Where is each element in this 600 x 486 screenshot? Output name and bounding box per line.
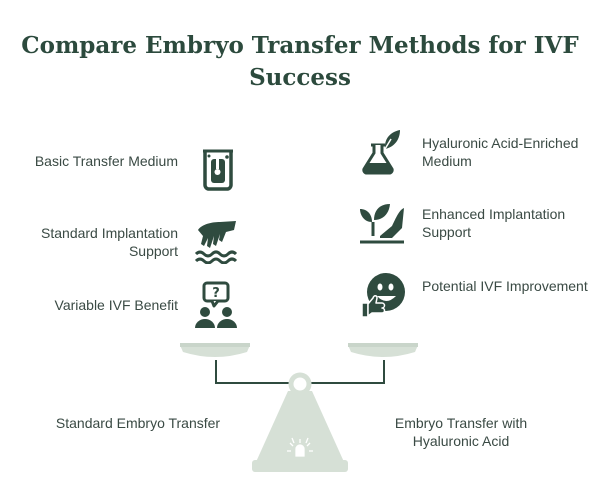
left-label-2: Standard Implantation Support	[41, 225, 178, 259]
left-pan	[180, 343, 250, 357]
left-label-1: Basic Transfer Medium	[34, 153, 178, 169]
svg-text:?: ?	[212, 286, 220, 301]
right-label-1: Hyaluronic Acid-Enriched Medium	[422, 135, 579, 169]
smiley-thumbs-up-icon	[358, 270, 406, 318]
flask-leaf-icon	[358, 127, 406, 175]
people-question-icon: ?	[192, 281, 240, 329]
hand-sprout-icon	[358, 198, 406, 246]
lightbulb-icon	[287, 437, 313, 457]
right-label-2: Enhanced Implantation Support	[422, 206, 566, 240]
right-base-label: Embryo Transfer with Hyaluronic Acid	[394, 415, 528, 449]
left-base-label: Standard Embryo Transfer	[55, 415, 221, 431]
right-pan	[348, 343, 418, 357]
hand-over-water-icon	[192, 216, 240, 264]
beaker-icon	[194, 145, 242, 193]
left-label-3: Variable IVF Benefit	[54, 297, 178, 313]
page-title: Compare Embryo Transfer Methods for IVF …	[21, 32, 579, 91]
right-label-3: Potential IVF Improvement	[422, 278, 588, 294]
scale-base	[252, 372, 348, 472]
